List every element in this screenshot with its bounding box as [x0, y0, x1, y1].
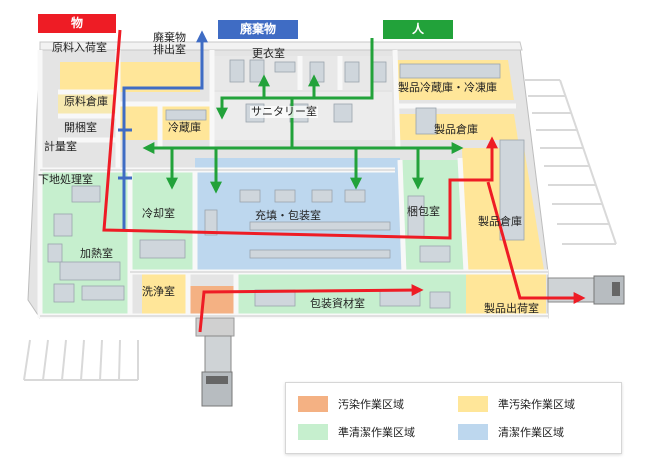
room-label-product-warehouse-top: 製品倉庫: [434, 123, 478, 136]
room-label-filling-packaging: 充填・包装室: [255, 209, 321, 222]
legend-label-semi-contaminated: 準汚染作業区域: [498, 398, 575, 411]
room-label-heating: 加熱室: [80, 247, 113, 260]
zone-legend: 汚染作業区域 準汚染作業区域 準清潔作業区域 清潔作業区域: [285, 382, 622, 454]
room-label-product-cold-freeze: 製品冷蔵庫・冷凍庫: [398, 81, 497, 94]
room-label-product-shipping: 製品出荷室: [484, 302, 539, 315]
room-label-sanitary: サニタリー室: [250, 105, 318, 118]
legend-swatch-contaminated: [298, 396, 328, 412]
room-label-waste-out: 廃棄物 排出室: [153, 31, 186, 56]
room-label-raw-storage: 原料倉庫: [64, 95, 108, 108]
room-label-weighing: 計量室: [44, 140, 77, 153]
people-flow-tag: 人: [383, 20, 453, 39]
legend-label-semi-clean: 準清潔作業区域: [338, 426, 415, 439]
zone-shipping: [466, 272, 546, 316]
legend-label-clean: 清潔作業区域: [498, 426, 564, 439]
room-label-cold-storage: 冷蔵庫: [168, 121, 201, 134]
waste-flow-tag: 廃棄物: [218, 20, 298, 39]
legend-item-contaminated: 汚染作業区域: [298, 393, 404, 415]
parking-lines-bottom: [23, 339, 139, 381]
goods-flow-arrows: [102, 29, 586, 333]
legend-swatch-clean: [458, 424, 488, 440]
room-label-locker: 更衣室: [252, 47, 285, 60]
room-label-unpacking: 開梱室: [64, 121, 97, 134]
room-label-product-warehouse-right: 製品倉庫: [478, 215, 522, 228]
room-label-packing: 梱包室: [407, 205, 440, 218]
legend-label-contaminated: 汚染作業区域: [338, 398, 404, 411]
zone-contaminated: [188, 286, 236, 316]
legend-item-semi-contaminated: 準汚染作業区域: [458, 393, 575, 415]
legend-swatch-semi-contaminated: [458, 396, 488, 412]
legend-item-semi-clean: 準清潔作業区域: [298, 421, 415, 443]
parking-lines-right: [525, 79, 617, 245]
legend-item-clean: 清潔作業区域: [458, 421, 564, 443]
room-label-pretreatment: 下地処理室: [38, 173, 93, 186]
goods-flow-tag: 物: [38, 14, 116, 33]
zone-waste-out: [120, 62, 200, 92]
truck-bottom-icon: [195, 317, 235, 407]
room-label-packaging-materials: 包装資材室: [310, 297, 365, 310]
zone-washing: [142, 274, 188, 316]
room-label-raw-receiving: 原料入荷室: [52, 41, 107, 54]
truck-right-icon: [547, 275, 625, 305]
legend-swatch-semi-clean: [298, 424, 328, 440]
room-label-washing: 洗浄室: [142, 285, 175, 298]
waste-flow-arrows: [118, 30, 208, 230]
room-label-cooling: 冷却室: [142, 207, 175, 220]
